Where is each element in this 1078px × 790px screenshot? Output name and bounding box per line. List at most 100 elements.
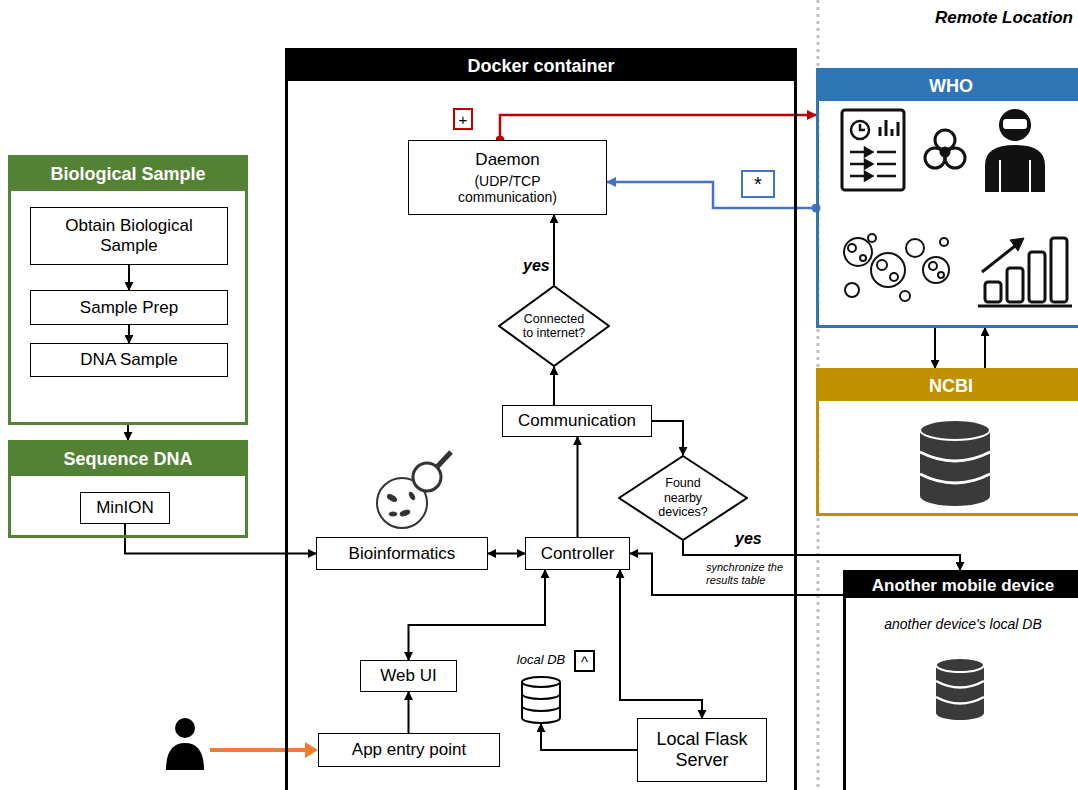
process-box: MinION [80, 492, 170, 524]
connector-arrow [128, 325, 130, 343]
box-text: Communication [518, 411, 636, 431]
database-cylinder [522, 694, 560, 699]
connector-arrow [127, 425, 129, 440]
user-icon [166, 743, 204, 770]
biohazard-icon [941, 148, 949, 156]
process-box: Communication [502, 405, 652, 437]
connector-arrow [409, 570, 546, 660]
box-text: Bioinformatics [349, 544, 456, 564]
report-icon [877, 175, 896, 178]
database-icon [920, 474, 990, 483]
panel-note: another device's local DB [878, 616, 1048, 633]
connector-arrow [630, 554, 843, 596]
database-cylinder [522, 682, 560, 723]
report-icon [850, 151, 866, 154]
panel-header: Docker container [288, 51, 794, 81]
growth-chart-icon [1010, 238, 1024, 251]
hazmat-person-icon [985, 145, 1045, 192]
connector-arrow [984, 328, 986, 368]
growth-chart-icon [1007, 268, 1023, 302]
report-icon [885, 120, 888, 136]
connector-arrow [553, 215, 555, 285]
database-icon [920, 486, 990, 506]
process-box: Obtain Biological Sample [30, 207, 228, 265]
database-icon [936, 658, 984, 720]
process-box: DNA Sample [30, 343, 228, 377]
database-icon [920, 420, 990, 506]
microbe-icon [399, 509, 410, 517]
callout-symbol: ^ [581, 654, 588, 669]
box-text: MinION [96, 498, 154, 518]
hazmat-person-icon [1003, 119, 1027, 129]
process-box: Bioinformatics [316, 537, 488, 570]
connector-arrow [553, 367, 555, 405]
box-text: Web UI [380, 666, 436, 686]
diamond-outline [619, 456, 747, 540]
database-icon [936, 697, 984, 704]
decision-text: Connected to internet? [521, 312, 587, 341]
growth-chart-icon [1051, 238, 1067, 302]
growth-chart-icon [982, 246, 1015, 272]
connector-arrow [500, 115, 816, 140]
connector-arrow [652, 421, 683, 455]
box-text: Obtain Biological Sample [53, 216, 205, 255]
report-icon [897, 122, 900, 136]
bacteria-icon [923, 257, 949, 283]
database-cylinder [522, 677, 560, 687]
biohazard-icon [925, 130, 965, 168]
user-arrow [305, 742, 318, 758]
bacteria-icon [906, 239, 924, 257]
report-icon [850, 163, 866, 166]
connector-arrow [541, 724, 637, 750]
growth-chart-icon [985, 282, 1001, 302]
report-icon [842, 110, 904, 190]
bacteria-icon [929, 262, 937, 270]
bacteria-icon [890, 273, 898, 281]
process-box: Daemon(UDP/TCP communication) [408, 140, 607, 215]
connector-arrow [408, 692, 410, 733]
note-label: synchronize the results table [706, 561, 802, 586]
callout-symbol: + [459, 112, 468, 127]
user-icon [166, 718, 204, 770]
database-label: local DB [515, 652, 567, 667]
growth-chart-icon [978, 305, 1072, 308]
growth-chart-icon [978, 238, 1072, 306]
box-text: Local Flask Server [646, 729, 758, 770]
decision-diamond: Connected to internet? [498, 285, 610, 367]
bacteria-icon [871, 253, 905, 287]
bacteria-icon [860, 255, 866, 261]
database-icon [936, 706, 984, 720]
box-text: DNA Sample [80, 350, 177, 370]
group-panel: Biological SampleObtain Biological Sampl… [8, 155, 248, 425]
database-cylinder [522, 706, 560, 711]
microbe-icon [413, 463, 441, 491]
connector-arrow [607, 182, 816, 208]
bacteria-icon [868, 234, 876, 242]
database-icon [936, 658, 984, 672]
process-box: App entry point [318, 733, 500, 767]
process-box: Controller [525, 537, 630, 570]
box-text: App entry point [352, 740, 466, 760]
callout-box: * [741, 170, 775, 198]
panel-header: WHO [819, 71, 1078, 101]
report-icon [879, 127, 882, 136]
report-icon [877, 151, 896, 154]
edge-label: yes [733, 530, 764, 548]
report-icon [842, 110, 904, 190]
report-icon [865, 148, 872, 156]
database-icon [920, 420, 990, 440]
report-icon [865, 160, 872, 168]
microbe-icon [408, 492, 415, 501]
box-text: Daemon [475, 150, 539, 170]
database-cylinder: local DB [515, 652, 567, 724]
bacteria-icon [900, 291, 910, 301]
database-icon [936, 681, 984, 688]
bacteria-icon [877, 260, 887, 270]
database-icon [920, 452, 990, 461]
report-icon [877, 163, 896, 166]
region-label: Remote Location [935, 8, 1073, 28]
group-panel: Another mobile deviceanother device's lo… [843, 570, 1078, 790]
report-icon [850, 175, 866, 178]
bacteria-icon [940, 238, 948, 246]
